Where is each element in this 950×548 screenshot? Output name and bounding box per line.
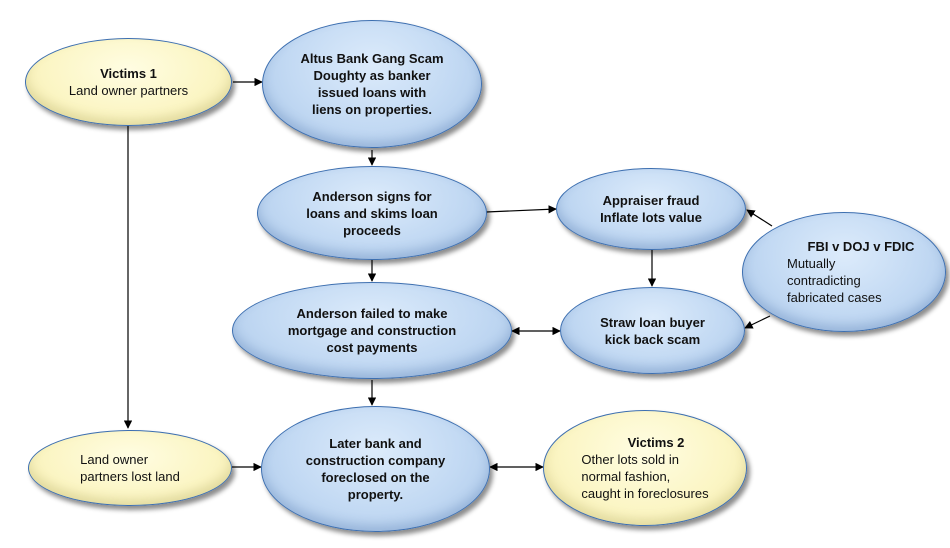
anderson-failed-line-1: Anderson failed to make: [296, 306, 448, 321]
altus-line-3: issued loans with: [317, 85, 427, 100]
altus-bank-node: Altus Bank Gang Scam Doughty as banker i…: [262, 20, 482, 148]
straw-line-1: Straw loan buyer: [600, 314, 705, 330]
later-bank-node: Later bank and construction company fore…: [261, 406, 490, 532]
anderson-failed-line-3: cost payments: [326, 340, 418, 355]
fbi-line-2: contradicting: [787, 273, 861, 288]
anderson-failed-line-2: mortgage and construction: [287, 323, 457, 338]
victims2-line-1: Other lots sold in: [581, 452, 679, 467]
fbi-line-3: fabricated cases: [787, 290, 882, 305]
victims1-title: Victims 1: [100, 66, 157, 81]
victims2-title: Victims 2: [627, 435, 685, 450]
later-bank-line-1: Later bank and: [329, 436, 422, 451]
victims2-node: Victims 2 Other lots sold in normal fash…: [543, 410, 747, 526]
altus-line-1: Altus Bank Gang Scam: [300, 51, 444, 66]
altus-line-2: Doughty as banker: [313, 68, 431, 83]
victims1-node: Victims 1 Land owner partners: [25, 38, 232, 126]
later-bank-line-3: foreclosed on the: [321, 470, 430, 485]
landowner-lost-land-node: Land owner partners lost land: [28, 430, 232, 506]
landowner-lost-line-2: partners lost land: [80, 469, 180, 484]
anderson-signs-line-1: Anderson signs for: [312, 188, 432, 204]
fbi-body: Mutually contradicting fabricated cases: [787, 255, 897, 306]
landowner-lost-line-1: Land owner: [80, 452, 149, 467]
straw-line-2: kick back scam: [604, 331, 701, 347]
later-bank-line-2: construction company: [305, 453, 446, 468]
anderson-signs-line-3: proceeds: [343, 222, 401, 238]
victims2-body: Other lots sold in normal fashion, caugh…: [581, 451, 708, 502]
fbi-doj-fdic-node: FBI v DOJ v FDIC Mutually contradicting …: [742, 212, 946, 332]
altus-line-4: liens on properties.: [312, 102, 432, 117]
appraiser-line-1: Appraiser fraud: [602, 193, 700, 208]
appraiser-line-2: Inflate lots value: [600, 210, 702, 225]
anderson-failed-node: Anderson failed to make mortgage and con…: [232, 282, 512, 379]
later-bank-line-4: property.: [347, 487, 404, 502]
straw-loan-node: Straw loan buyer kick back scam: [560, 287, 745, 374]
anderson-signs-line-2: loans and skims loan: [306, 205, 438, 221]
fbi-line-1: Mutually: [787, 256, 836, 271]
fbi-title: FBI v DOJ v FDIC: [807, 239, 915, 254]
arrow-fbi-to-straw: [744, 315, 771, 329]
arrow-anderson-signs-to-appraiser: [485, 205, 557, 214]
arrow-fbi-to-appraiser: [746, 209, 773, 227]
landowner-lost-body: Land owner partners lost land: [80, 451, 180, 485]
victims2-line-3: caught in foreclosures: [581, 486, 709, 501]
victims2-line-2: normal fashion,: [581, 469, 671, 484]
appraiser-fraud-node: Appraiser fraud Inflate lots value: [556, 168, 746, 250]
anderson-signs-node: Anderson signs for loans and skims loan …: [257, 166, 487, 260]
victims1-text: Land owner partners: [68, 83, 189, 98]
